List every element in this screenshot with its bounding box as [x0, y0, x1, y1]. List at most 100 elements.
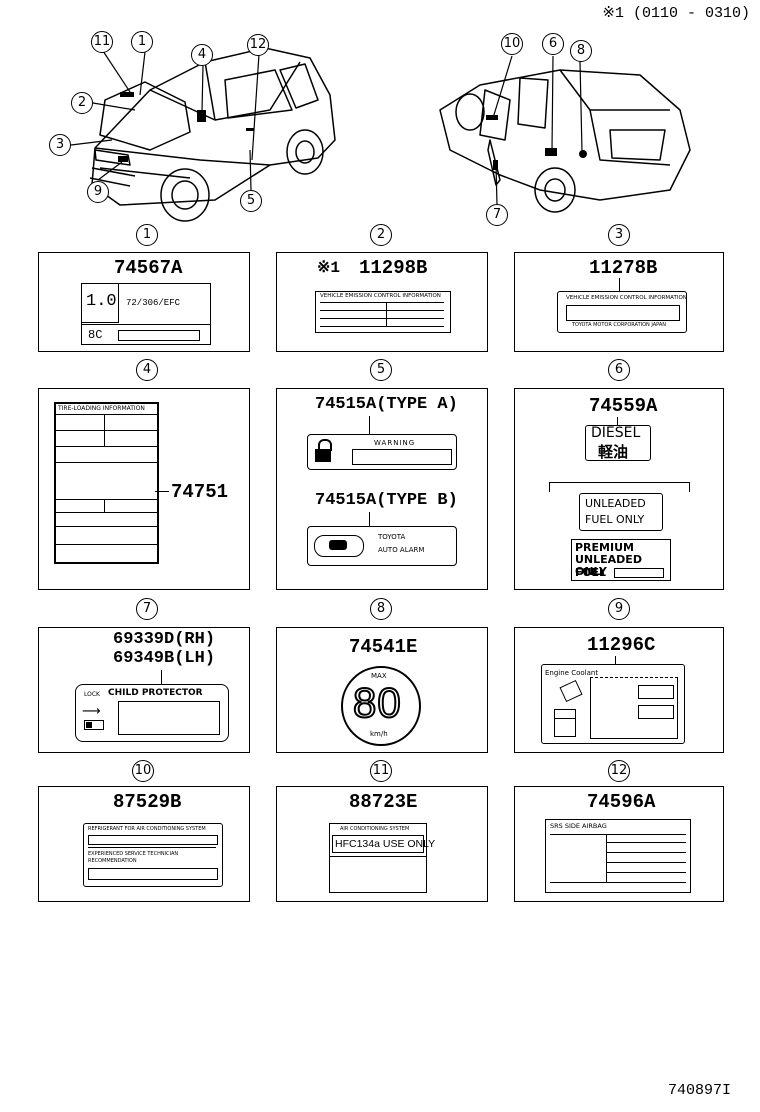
label-74541E-unit: km/h: [370, 730, 388, 738]
label-87529B: REFRIGERANT FOR AIR CONDITIONING SYSTEM …: [83, 823, 223, 887]
label-74541E-speed: 80: [352, 678, 402, 727]
label-74559A-unleaded-line1: UNLEADED: [585, 497, 646, 510]
label-74515A-type-a: WARNING: [307, 434, 457, 470]
callout-10: 10: [501, 33, 523, 55]
panel-7-part-number-rh: 69339D(RH): [113, 630, 216, 649]
label-11298B: VEHICLE EMISSION CONTROL INFORMATION: [315, 291, 451, 333]
label-87529B-line3: RECOMMENDATION: [88, 858, 137, 864]
label-74559A-premium-line1: PREMIUM: [575, 541, 634, 554]
label-74559A-diesel: DIESEL 軽油: [585, 425, 651, 461]
label-74515A-type-b: TOYOTA AUTO ALARM: [307, 526, 457, 566]
panel-8-number: 8: [370, 598, 392, 620]
panel-11-number: 11: [370, 760, 392, 782]
padlock-icon: [314, 439, 334, 463]
panel-2: ※1 11298B VEHICLE EMISSION CONTROL INFOR…: [276, 252, 488, 352]
label-87529B-line2: EXPERIENCED SERVICE TECHNICIAN: [88, 851, 179, 857]
panel-6-part-number: 74559A: [589, 395, 658, 417]
panel-5-number: 5: [370, 359, 392, 381]
panel-7-number: 7: [136, 598, 158, 620]
panel-8: 74541E MAX 80 km/h: [276, 627, 488, 753]
panel-4: TIRE-LOADING INFORMATION 74751: [38, 388, 250, 590]
panel-1-part-number: 74567A: [114, 257, 183, 279]
label-74515A-warning: WARNING: [374, 439, 416, 447]
label-74567A-value: 1.0: [86, 292, 117, 311]
label-74559A-premium-line2: UNLEADED FUEL: [575, 553, 642, 579]
label-74567A: 1.0 72/306/EFC 8C: [81, 283, 211, 345]
label-88723E-heading: AIR CONDITIONING SYSTEM: [340, 826, 410, 832]
lock-toggle-icon: [84, 720, 104, 730]
callout-7: 7: [486, 204, 508, 226]
label-74567A-spec: 72/306/EFC: [126, 298, 181, 308]
panel-12: 74596A SRS SIDE AIRBAG: [514, 786, 724, 902]
panel-8-part-number: 74541E: [349, 636, 418, 658]
label-11296C: Engine Coolant: [541, 664, 685, 744]
label-74559A-unleaded-line2: FUEL ONLY: [585, 513, 645, 526]
callout-6: 6: [542, 33, 564, 55]
callout-9: 9: [87, 181, 109, 203]
label-child-protector-lock: LOCK: [84, 691, 100, 698]
label-74559A-unleaded: UNLEADED FUEL ONLY: [579, 493, 663, 531]
panel-11-part-number: 88723E: [349, 791, 418, 813]
panel-4-part-number: 74751: [171, 481, 229, 503]
callout-1: 1: [131, 31, 153, 53]
label-74751: TIRE-LOADING INFORMATION: [54, 402, 159, 564]
label-74559A-premium-line3: ONLY: [575, 565, 607, 578]
header-note: ※1 (0110 - 0310): [602, 5, 750, 22]
panel-4-number: 4: [136, 359, 158, 381]
label-74541E: MAX 80 km/h: [341, 666, 421, 746]
callout-8: 8: [570, 40, 592, 62]
coolant-container-icon: [554, 709, 576, 737]
panel-10-part-number: 87529B: [113, 791, 182, 813]
panel-5-part-number-a: 74515A(TYPE A): [315, 395, 458, 414]
label-74596A: SRS SIDE AIRBAG: [545, 819, 691, 893]
callout-12: 12: [247, 34, 269, 56]
label-74596A-heading: SRS SIDE AIRBAG: [550, 822, 607, 830]
label-74515A-brand: TOYOTA: [378, 533, 406, 541]
label-88723E: AIR CONDITIONING SYSTEM HFC134a USE ONLY: [329, 823, 435, 893]
callout-2: 2: [71, 92, 93, 114]
panel-6: 74559A DIESEL 軽油 UNLEADED FUEL ONLY PREM…: [514, 388, 724, 590]
panel-3: 11278B VEHICLE EMISSION CONTROL INFORMAT…: [514, 252, 724, 352]
panel-1-number: 1: [136, 224, 158, 246]
label-74559A-diesel-text: DIESEL: [591, 425, 641, 441]
panel-9-part-number: 11296C: [587, 634, 656, 656]
panel-2-number: 2: [370, 224, 392, 246]
label-87529B-heading: REFRIGERANT FOR AIR CONDITIONING SYSTEM: [88, 826, 206, 832]
panel-10: 87529B REFRIGERANT FOR AIR CONDITIONING …: [38, 786, 250, 902]
label-88723E-refrigerant: HFC134a USE ONLY: [332, 835, 435, 853]
callout-3: 3: [49, 134, 71, 156]
label-74541E-max: MAX: [371, 672, 387, 680]
panel-5-part-number-b: 74515A(TYPE B): [315, 491, 458, 510]
callout-5: 5: [240, 190, 262, 212]
vehicle-front-illustration: [70, 47, 691, 222]
callout-4: 4: [191, 44, 213, 66]
label-child-protector: LOCK CHILD PROTECTOR ⟶: [75, 684, 229, 742]
panel-12-number: 12: [608, 760, 630, 782]
label-11298B-heading: VEHICLE EMISSION CONTROL INFORMATION: [320, 293, 441, 299]
panel-12-part-number: 74596A: [587, 791, 656, 813]
panel-2-note: ※1: [317, 259, 341, 277]
label-74567A-code: 8C: [88, 328, 103, 342]
figure-id: 740897I: [668, 1082, 732, 1099]
panel-3-part-number: 11278B: [589, 257, 658, 279]
callout-11: 11: [91, 31, 113, 53]
panel-1: 74567A 1.0 72/306/EFC 8C: [38, 252, 250, 352]
panel-5: 74515A(TYPE A) WARNING 74515A(TYPE B) TO…: [276, 388, 488, 590]
panel-6-number: 6: [608, 359, 630, 381]
label-11278B-footer: TOYOTA MOTOR CORPORATION JAPAN: [572, 322, 667, 328]
panel-7-part-number-lh: 69349B(LH): [113, 649, 216, 668]
panel-9: 11296C Engine Coolant: [514, 627, 724, 753]
arrow-right-icon: ⟶: [82, 704, 101, 719]
label-74559A-premium: PREMIUM UNLEADED FUEL ONLY: [571, 539, 671, 581]
panel-7: 69339D(RH) 69349B(LH) LOCK CHILD PROTECT…: [38, 627, 250, 753]
panel-10-number: 10: [132, 760, 154, 782]
label-74559A-diesel-jp: 軽油: [598, 443, 629, 461]
label-74751-heading: TIRE-LOADING INFORMATION: [58, 405, 145, 412]
label-11296C-heading: Engine Coolant: [545, 669, 599, 677]
label-74515A-alarm: AUTO ALARM: [378, 546, 425, 554]
panel-3-number: 3: [608, 224, 630, 246]
label-child-protector-title: CHILD PROTECTOR: [108, 688, 203, 698]
label-11278B-heading: VEHICLE EMISSION CONTROL INFORMATION: [566, 295, 687, 301]
label-11278B: VEHICLE EMISSION CONTROL INFORMATION TOY…: [557, 291, 687, 333]
coolant-bottle-icon: [559, 679, 583, 703]
